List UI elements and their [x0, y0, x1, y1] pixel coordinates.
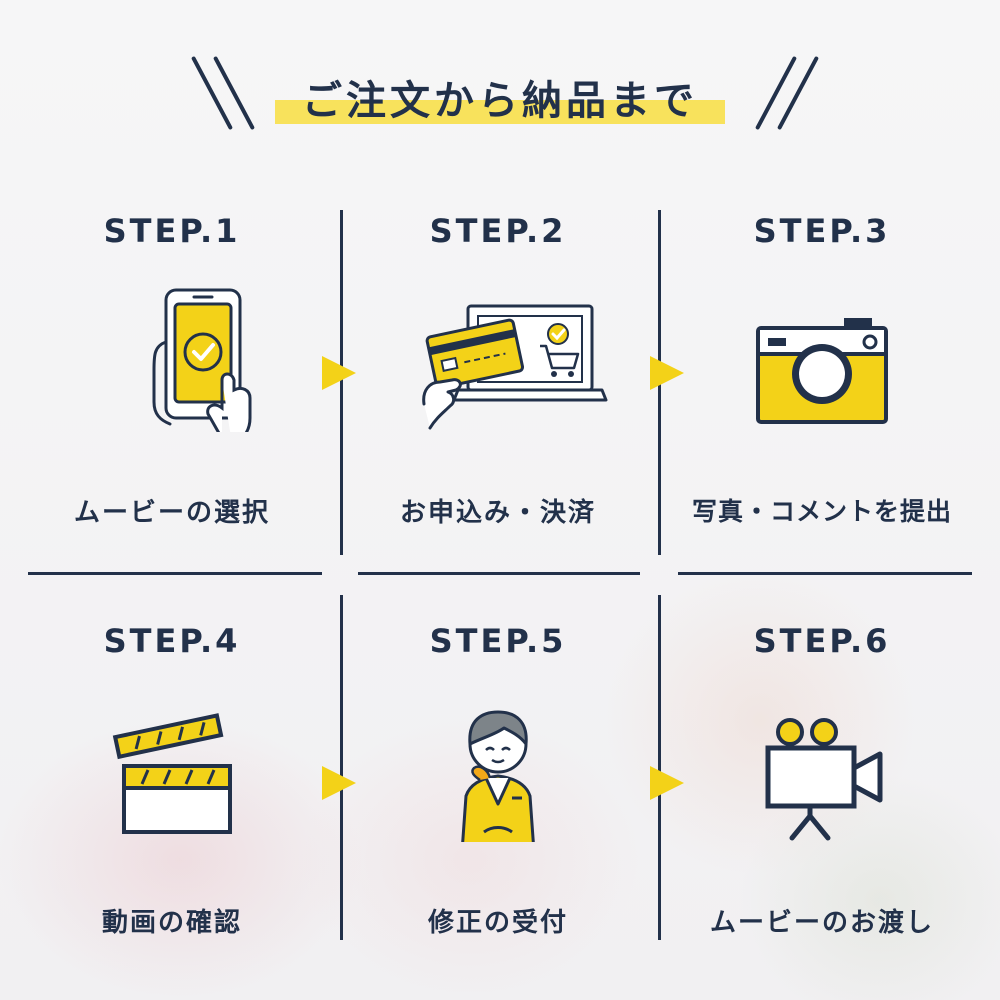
step-label: 写真・コメントを提出	[691, 497, 952, 526]
divider-horizontal	[28, 572, 322, 575]
arrow-right-icon	[322, 766, 356, 800]
step-label: ムービーの選択	[73, 498, 270, 528]
arrow-right-icon	[322, 356, 356, 390]
page-title: ご注文から納品まで	[302, 78, 698, 124]
step-label: ムービーのお渡し	[709, 908, 934, 938]
credit-card-laptop-icon	[422, 304, 608, 430]
step-card: STEP.5 修正の受付	[348, 622, 648, 982]
step-number: STEP.2	[429, 212, 567, 250]
divider-horizontal	[358, 572, 640, 575]
step-card: STEP.2 お申込み・決済	[348, 212, 648, 572]
divider-horizontal	[678, 572, 972, 575]
step-number: STEP.4	[103, 622, 241, 660]
step-card: STEP.6 ムービーのお渡し	[672, 622, 972, 982]
step-number: STEP.1	[103, 212, 241, 250]
step-number: STEP.6	[753, 622, 891, 660]
step-number: STEP.5	[429, 622, 567, 660]
step-label: お申込み・決済	[399, 498, 596, 528]
step-card: STEP.4 動画の確認	[22, 622, 322, 982]
clapperboard-icon	[112, 713, 232, 834]
step-card: STEP.1 ムービーの選択	[22, 212, 322, 572]
title-block: ご注文から納品まで	[0, 64, 1000, 134]
staff-person-icon	[461, 710, 535, 842]
video-camera-icon	[765, 718, 883, 841]
arrow-right-icon	[650, 356, 684, 390]
step-card: STEP.3 写真・コメントを提出	[672, 212, 972, 572]
smartphone-tap-icon	[152, 288, 252, 432]
step-label: 動画の確認	[101, 908, 242, 938]
step-label: 修正の受付	[427, 908, 568, 938]
step-number: STEP.3	[753, 212, 891, 250]
camera-icon	[756, 318, 888, 424]
title-highlight	[275, 100, 725, 124]
arrow-right-icon	[650, 766, 684, 800]
